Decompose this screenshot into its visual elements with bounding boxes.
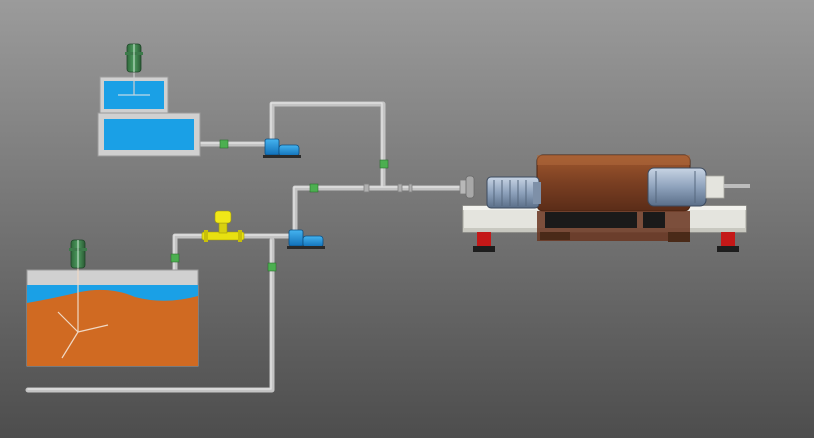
mixer-motor-icon[interactable]: [125, 43, 143, 73]
pipe-pump1-riser: [269, 101, 386, 189]
valve-icon[interactable]: [379, 159, 389, 169]
chemical-tank[interactable]: [97, 43, 201, 157]
valve-icon[interactable]: [170, 253, 180, 263]
sludge-tank[interactable]: [26, 239, 199, 367]
valve-icon[interactable]: [309, 183, 319, 193]
chemical-storage-water: [104, 119, 194, 150]
pipe-fittings: [363, 183, 413, 193]
valve-icon[interactable]: [267, 262, 277, 272]
main-motor: [486, 176, 541, 209]
nameplate: [545, 212, 637, 228]
sludge-layer: [27, 289, 198, 366]
agitator-blades: [57, 268, 109, 359]
pipe-return: [25, 237, 275, 393]
centrifuge-icon[interactable]: [459, 154, 750, 252]
back-drive-motor: [647, 167, 750, 207]
pump-icon[interactable]: [287, 229, 325, 249]
mixer-motor-icon[interactable]: [69, 239, 87, 269]
valves[interactable]: [170, 139, 389, 272]
pump-icon[interactable]: [263, 138, 301, 158]
badge: [643, 212, 665, 228]
valve-icon[interactable]: [219, 139, 229, 149]
feet: [473, 232, 739, 252]
flowmeter-icon[interactable]: [201, 210, 245, 242]
